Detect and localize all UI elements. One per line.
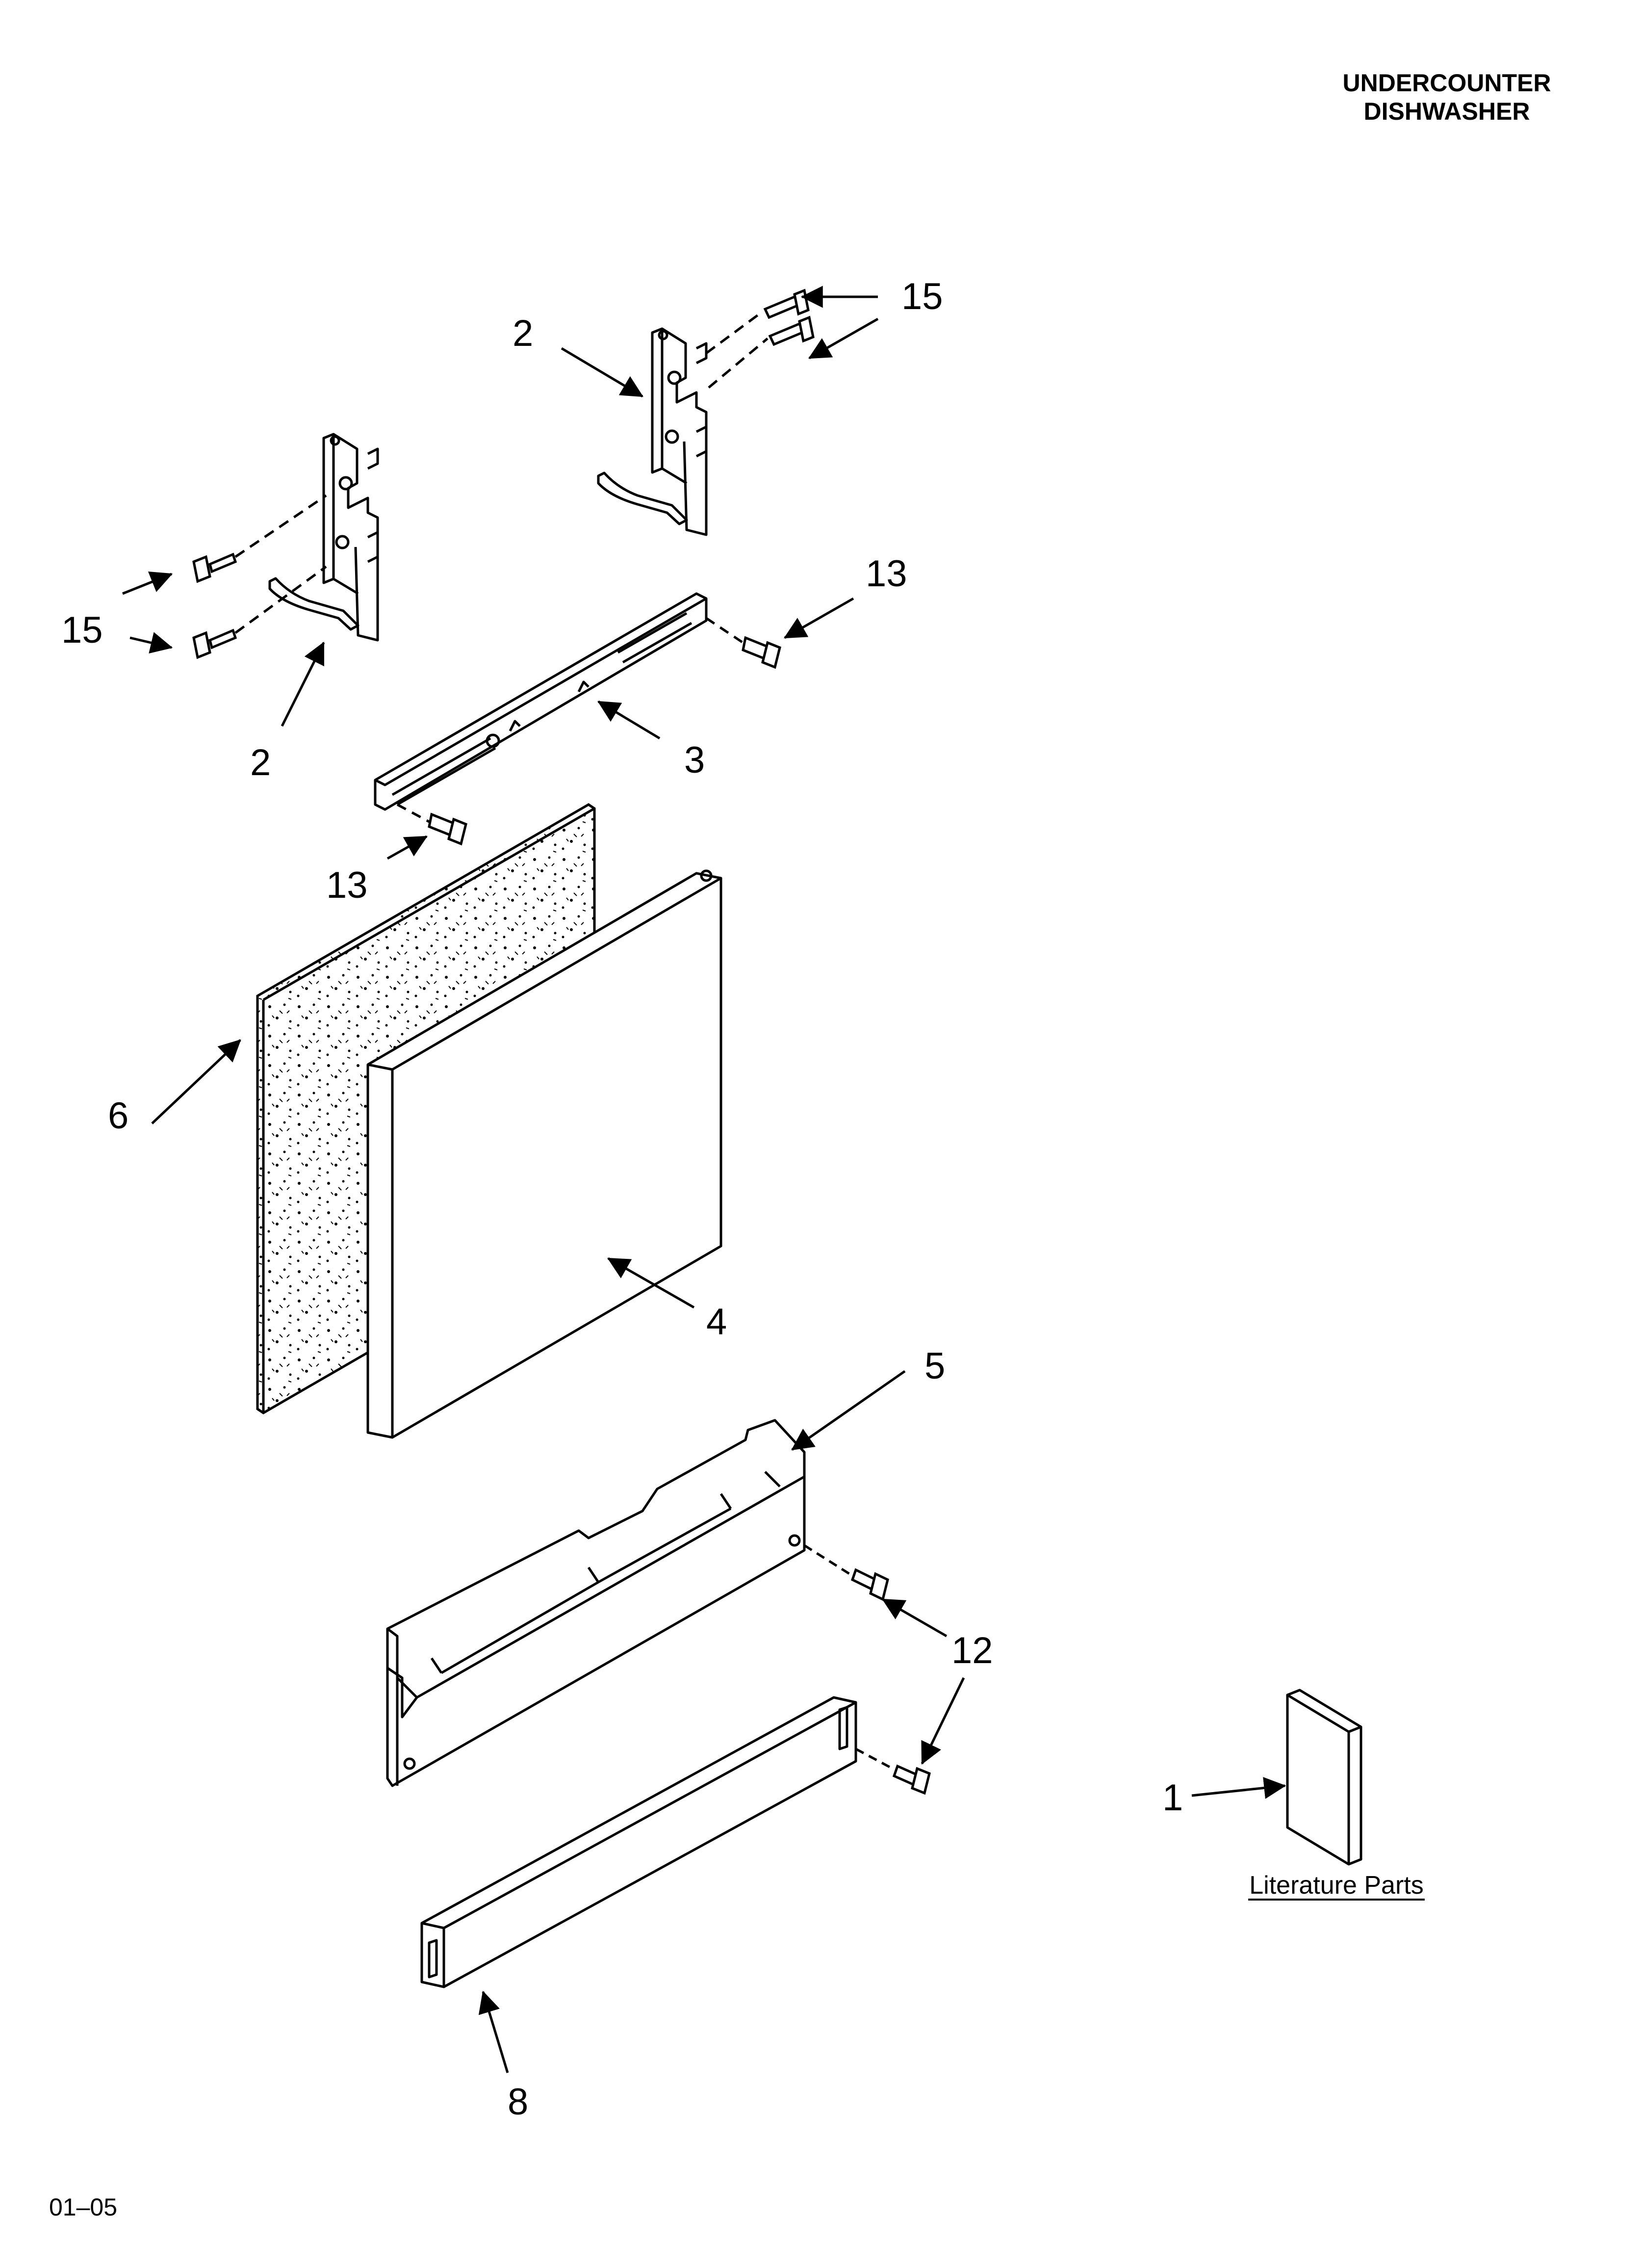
title-line-1: UNDERCOUNTER: [1342, 69, 1551, 97]
callout-labels: 2 15 15 2 13 3 13 6 4 5 12 1 8: [61, 276, 1183, 2123]
title-line-2: DISHWASHER: [1363, 98, 1530, 125]
leader-arrows: [122, 286, 1286, 2073]
callout-2-left: 2: [250, 742, 271, 783]
callout-8: 8: [508, 2081, 528, 2123]
literature-parts-label: Literature Parts: [1249, 1871, 1424, 1900]
callout-2-right: 2: [513, 313, 533, 354]
callout-6: 6: [108, 1095, 128, 1137]
mounting-rail: [374, 592, 708, 811]
callout-1: 1: [1162, 1777, 1183, 1819]
screw-toe-strip: [855, 1747, 931, 1795]
bracket-right: [597, 327, 708, 536]
footer-code: 01–05: [49, 2193, 118, 2221]
callout-15-right: 15: [901, 276, 943, 317]
callout-13-right: 13: [866, 553, 907, 595]
callout-12: 12: [951, 1630, 993, 1671]
screws-rail: [396, 617, 781, 846]
screws-right: [705, 288, 815, 389]
callout-5: 5: [924, 1345, 945, 1387]
diagram-title: UNDERCOUNTER DISHWASHER: [1275, 69, 1618, 126]
toe-panel: [386, 1419, 806, 1787]
callout-4: 4: [706, 1301, 727, 1343]
callout-3: 3: [684, 739, 705, 781]
screws-left: [192, 494, 327, 659]
callout-15-left: 15: [61, 609, 103, 651]
callout-13-left: 13: [326, 864, 368, 906]
door-panel: [366, 869, 722, 1439]
literature-booklet: [1286, 1689, 1362, 1866]
toe-strip: [420, 1696, 857, 1988]
bracket-left: [268, 433, 379, 642]
screw-toe-panel: [803, 1544, 889, 1601]
